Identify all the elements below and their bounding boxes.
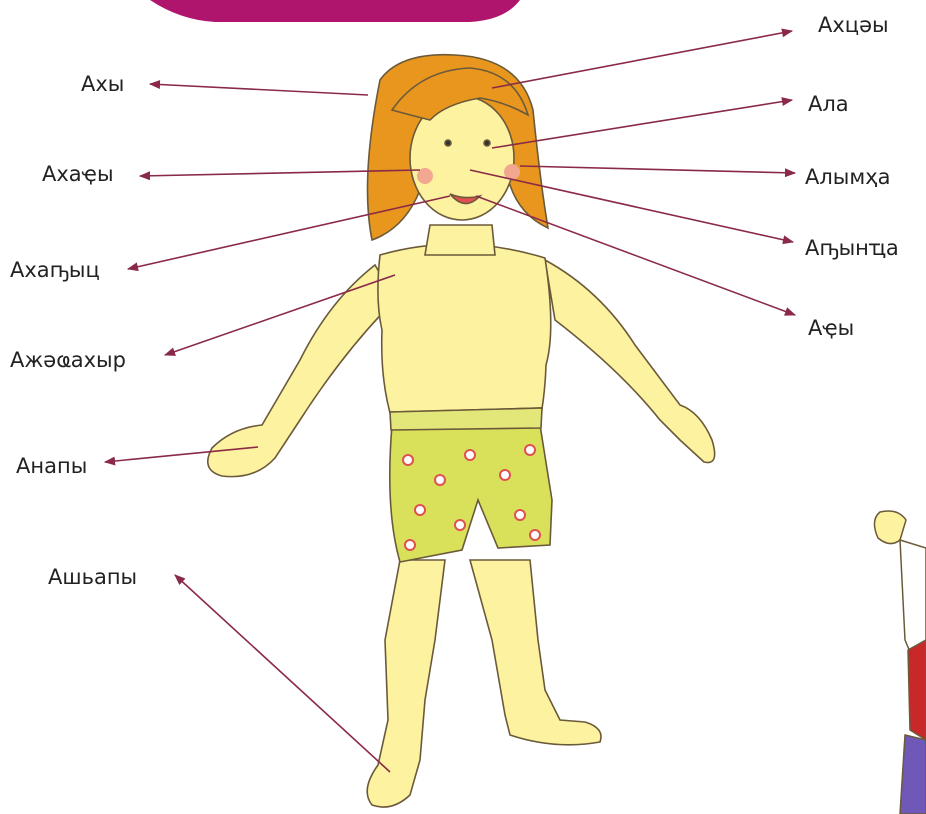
right-leg (470, 560, 601, 745)
label-akhy: Ахы (81, 74, 124, 95)
eye-left (445, 140, 451, 146)
left-leg (367, 560, 445, 807)
pointer-ala (492, 100, 792, 148)
pointer-akhtsvy (492, 31, 792, 88)
label-akhtsvy: Ахцәы (818, 15, 889, 36)
label-ashyapy: Ашьапы (48, 567, 137, 588)
torso (378, 244, 551, 420)
shorts (390, 408, 552, 562)
label-ala: Ала (808, 94, 849, 115)
partial-figure (874, 511, 926, 814)
child-illustration (208, 55, 715, 807)
label-alymkha: Алымҳа (805, 167, 891, 188)
label-akhapyts: Ахаҧыц (10, 260, 100, 281)
eye-right (484, 140, 490, 146)
pointer-apyntsa (470, 170, 793, 242)
waistband (390, 408, 542, 430)
label-atsy: Аҿы (808, 318, 854, 339)
right-arm (545, 260, 715, 463)
top-banner (150, 0, 520, 22)
pointer-alymkha (520, 166, 795, 173)
label-anapy: Анапы (16, 456, 87, 477)
label-apyntsa: Аҧынҵа (805, 238, 899, 259)
label-azhvakhyr: Ажәҩахыр (10, 350, 126, 371)
label-akhatsy: Ахаҿы (42, 164, 114, 185)
pointer-akhy (150, 84, 368, 95)
pointer-ashyapy (175, 575, 390, 772)
left-arm (208, 265, 395, 477)
neck (425, 225, 495, 255)
